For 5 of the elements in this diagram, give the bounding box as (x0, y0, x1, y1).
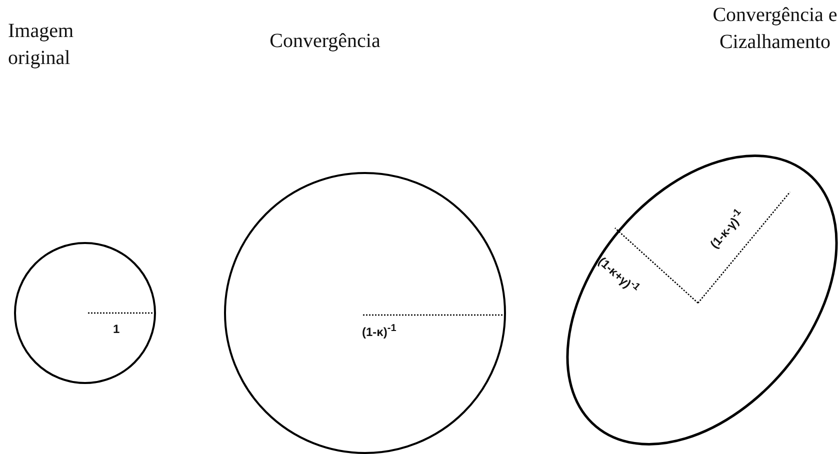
heading: Convergência e Cizalhamento (712, 3, 838, 55)
radius-label: 1 (113, 322, 120, 336)
radius-label: (1-κ)$^{-1}$ (362, 322, 396, 339)
heading: Imagem original (8, 19, 75, 71)
heading: Convergência (268, 29, 382, 54)
